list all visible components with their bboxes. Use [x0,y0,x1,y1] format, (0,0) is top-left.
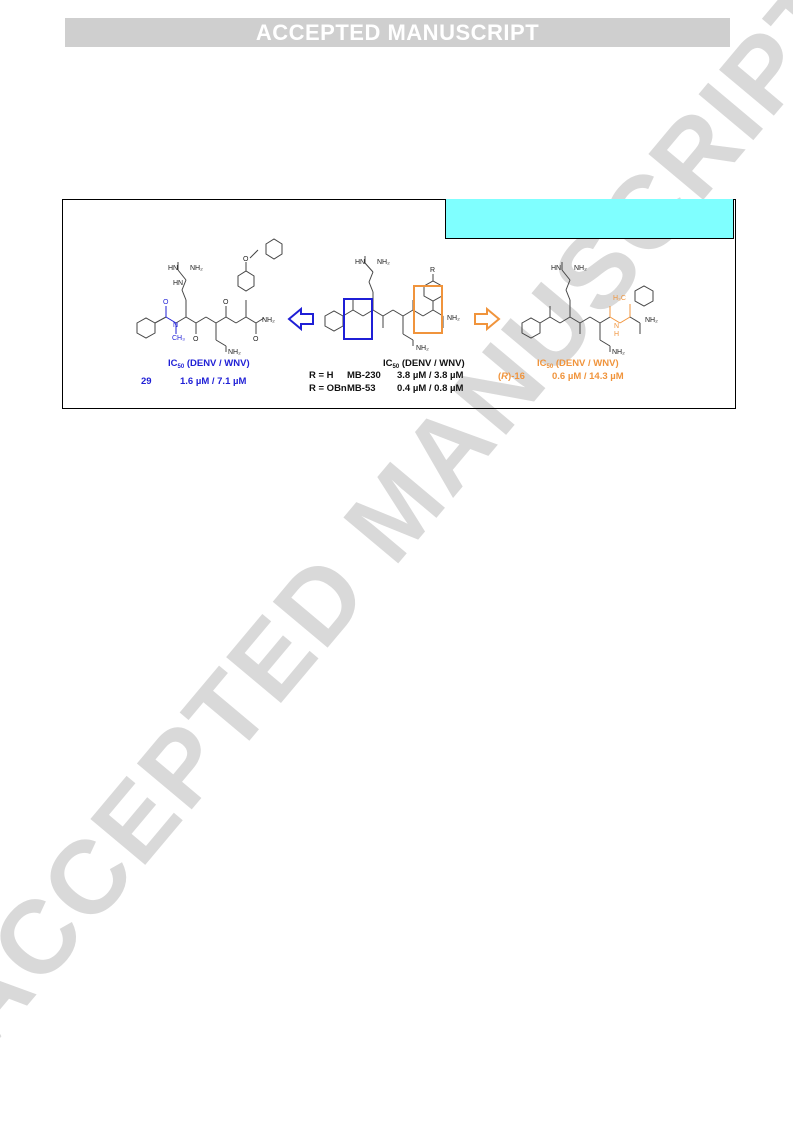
right-hn-label: HN [551,265,561,272]
center-r-label: R [430,267,435,274]
left-ch3-label: CH₃ [172,335,185,342]
right-benzene-ring [521,317,541,339]
graphical-abstract-figure [62,199,736,409]
right-h-label: H [614,331,619,338]
center-nh2-label: NH₂ [377,259,390,266]
left-hn2-label: HN [173,280,183,287]
blue-left-arrow [287,306,314,332]
left-amide-o-label: O [193,336,199,343]
center-phe-ring [423,280,443,302]
center-nh2-term-label: NH₂ [447,315,460,322]
blue-highlight-box [343,298,373,340]
left-nh2-term-label: NH₂ [262,317,275,324]
left-nh2-label: NH₂ [190,265,203,272]
left-amide2-o-label: O [223,299,229,306]
left-lys-nh2-label: NH₂ [228,349,241,356]
left-tyr-ring [237,270,255,292]
center-row1-r: R = H [309,370,334,381]
center-hn-label: HN [355,259,365,266]
left-benzyl-ring [265,238,283,260]
left-amide3-o-label: O [253,336,259,343]
cyan-box [445,199,734,239]
accepted-manuscript-banner: ACCEPTED MANUSCRIPT [65,18,730,47]
left-benzene-ring [136,317,156,339]
left-ic50-label: IC50 (DENV / WNV) [168,358,250,370]
left-ic50-values: 1.6 µM / 7.1 µM [180,376,246,387]
center-lys-nh2-label: NH₂ [416,345,429,352]
orange-highlight-box [413,285,443,334]
right-compound-label: (R)-16 [498,371,525,382]
left-o-label: O [243,256,249,263]
left-blue-o-label: O [163,299,169,306]
center-ic50-label: IC50 (DENV / WNV) [383,358,465,370]
left-hn-label: HN [168,265,178,272]
center-row1-values: 3.8 µM / 3.8 µM [397,370,463,381]
center-benzene-ring [324,310,344,332]
right-lys-nh2-label: NH₂ [612,349,625,356]
right-nh2-term-label: NH₂ [645,317,658,324]
right-h3c-label: H₃C [613,295,626,302]
left-compound-label: 29 [141,376,152,387]
right-nh2-label: NH₂ [574,265,587,272]
center-row1-name: MB-230 [347,370,381,381]
right-nh-label: N [614,323,619,330]
center-row2-values: 0.4 µM / 0.8 µM [397,383,463,394]
left-methyl-n-label: N [173,322,178,329]
center-row2-name: MB-53 [347,383,376,394]
right-ic50-label: IC50 (DENV / WNV) [537,358,619,370]
right-ic50-values: 0.6 µM / 14.3 µM [552,371,624,382]
center-row2-r: R = OBn [309,383,347,394]
orange-right-arrow [474,306,501,332]
right-phe-ring [634,285,654,307]
